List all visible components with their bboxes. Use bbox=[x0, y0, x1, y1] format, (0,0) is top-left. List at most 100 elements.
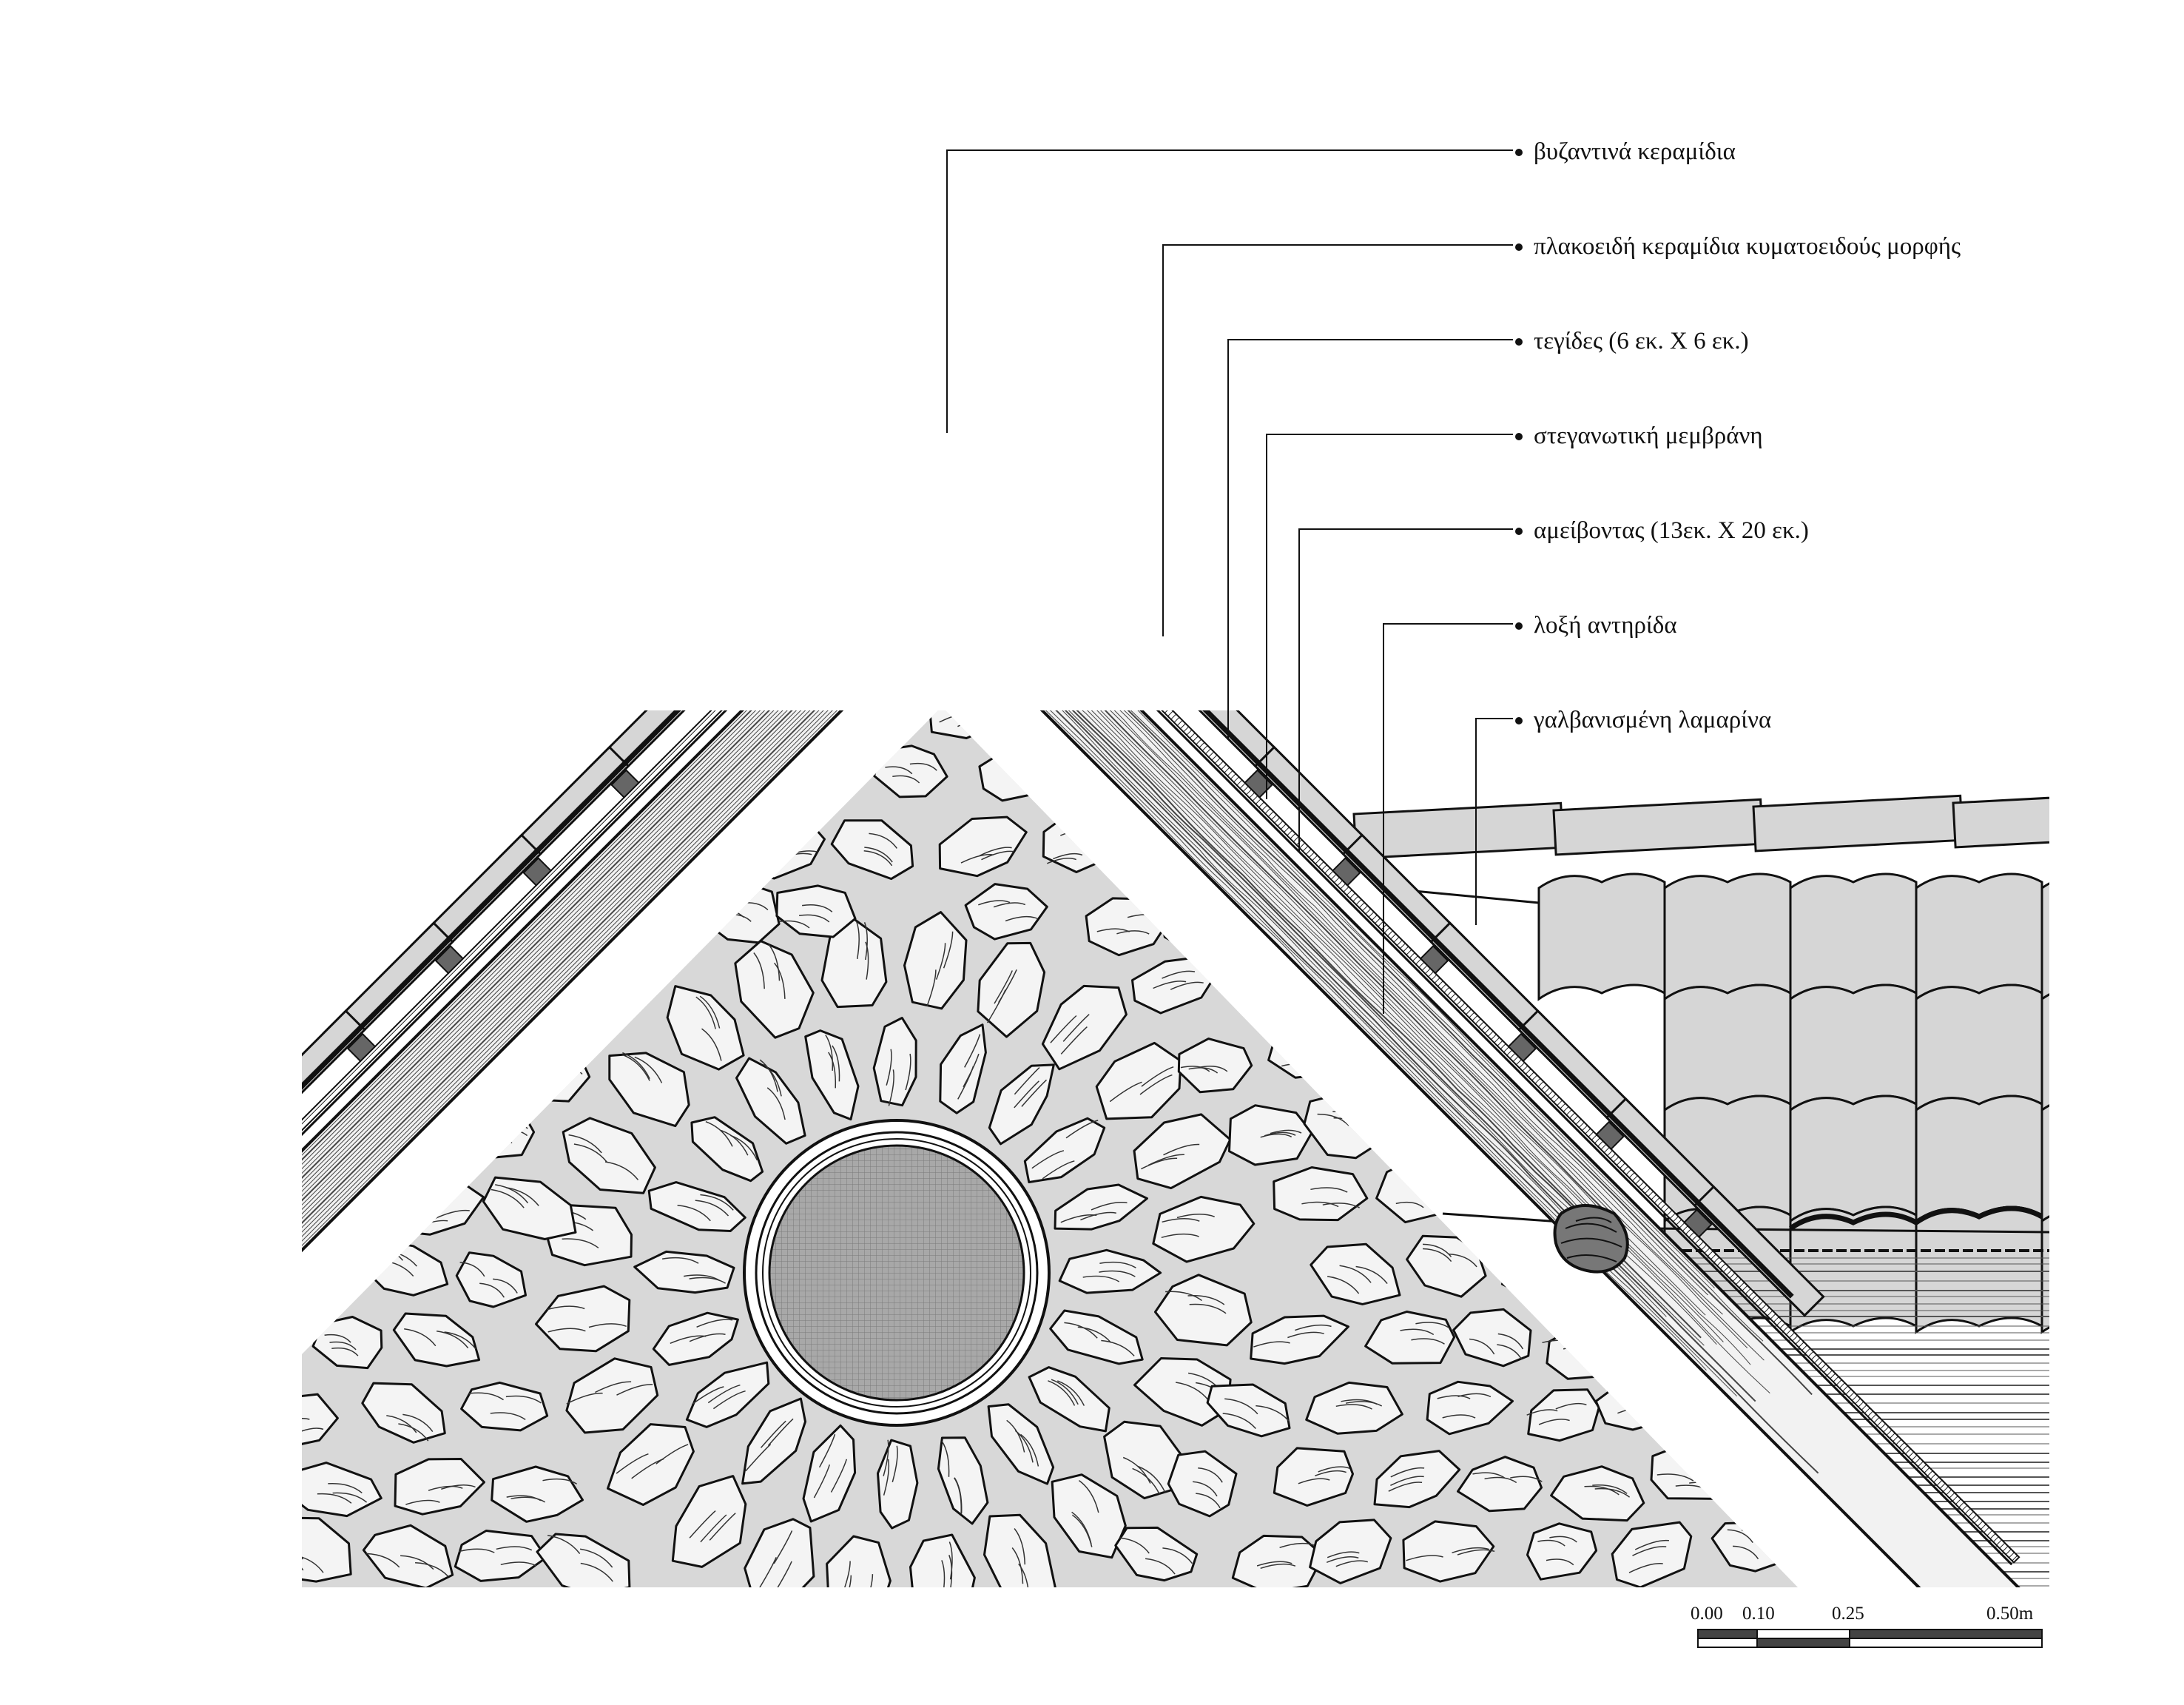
right-rafter bbox=[1039, 710, 2020, 1587]
annotation-labels: βυζαντινά κεραμίδια πλακοειδή κεραμίδια … bbox=[1533, 138, 1961, 733]
roof-tile bbox=[675, 571, 804, 700]
batten bbox=[346, 1032, 377, 1063]
voussoir-stone bbox=[685, 1361, 770, 1428]
batten bbox=[1331, 857, 1361, 887]
leader-line bbox=[1383, 623, 1513, 1014]
wavy-tile bbox=[1789, 872, 1918, 1001]
wall-stone bbox=[1206, 1383, 1291, 1438]
wall-stone bbox=[1541, 748, 1636, 811]
roof-tile bbox=[1693, 1185, 1825, 1317]
wall-stone bbox=[1250, 1314, 1349, 1365]
wall-stone bbox=[1594, 1371, 1691, 1431]
wall-stone bbox=[302, 964, 340, 1026]
voussoir-stone bbox=[690, 1116, 764, 1183]
wall-stone bbox=[491, 1465, 584, 1523]
wavy-tile bbox=[2040, 1104, 2049, 1223]
leader-dot bbox=[1515, 622, 1523, 630]
wall-stone bbox=[1273, 1447, 1354, 1507]
wall-stone bbox=[1364, 1311, 1456, 1365]
wavy-tile bbox=[2040, 882, 2049, 1001]
wall-stone bbox=[830, 819, 914, 881]
voussoir-stone bbox=[671, 1475, 747, 1568]
wavy-tile-field bbox=[1352, 790, 2184, 1334]
label-byzantine-tiles: βυζαντινά κεραμίδια bbox=[1534, 138, 1736, 165]
wall-stone bbox=[819, 710, 907, 735]
left-rafter bbox=[302, 710, 844, 1253]
wavy-tile bbox=[1663, 872, 1792, 1001]
wavy-tile bbox=[1663, 983, 1792, 1112]
left-roof-layers bbox=[148, 571, 804, 1237]
voussoir-stone bbox=[535, 1285, 631, 1353]
wall-stone bbox=[302, 1462, 382, 1518]
voussoir-stone bbox=[872, 1017, 917, 1107]
scale-tick-2: 0.25 bbox=[1832, 1604, 1864, 1624]
scale-tick-3: 0.50m bbox=[1986, 1604, 2034, 1624]
leader-dot bbox=[1515, 149, 1523, 156]
wall-stone bbox=[482, 1176, 577, 1240]
wall-stone bbox=[1452, 1308, 1532, 1368]
voussoir-stone bbox=[988, 1063, 1055, 1146]
wall-stone bbox=[302, 821, 360, 882]
wavy-tile bbox=[1789, 1094, 1918, 1223]
wavy-tile bbox=[2168, 985, 2184, 1110]
batten bbox=[1244, 769, 1273, 799]
wavy-tile bbox=[2168, 1207, 2184, 1332]
voussoir-stone bbox=[877, 1439, 919, 1530]
wavy-tile bbox=[2040, 1215, 2049, 1334]
leader-line bbox=[1298, 528, 1513, 851]
voussoir-stone bbox=[1023, 1117, 1106, 1183]
voussoir-stone bbox=[562, 1117, 656, 1194]
wall-stone bbox=[1550, 1465, 1645, 1522]
voussoir-stone bbox=[1028, 1366, 1110, 1433]
label-rafter: αμείβοντας (13εκ. Χ 20 εκ.) bbox=[1534, 517, 1809, 544]
wall-stone bbox=[1527, 1388, 1600, 1442]
wavy-tile bbox=[2168, 1096, 2184, 1221]
flat-tile bbox=[1552, 798, 1765, 856]
wall-stone bbox=[1358, 746, 1448, 808]
wall-stone bbox=[1305, 1381, 1403, 1435]
wavy-tile bbox=[1915, 872, 2043, 1001]
wall-stone bbox=[1310, 1242, 1401, 1305]
roof-tile bbox=[1079, 571, 1208, 700]
leader-dot bbox=[1515, 433, 1523, 440]
wall-stone bbox=[1402, 1520, 1495, 1583]
wall-stone bbox=[702, 881, 781, 944]
wavy-tile bbox=[1915, 1205, 2043, 1334]
leader-line bbox=[1227, 339, 1513, 740]
round-vent-window bbox=[743, 1119, 1051, 1427]
scale-tick-1: 0.10 bbox=[1742, 1604, 1775, 1624]
batten bbox=[981, 506, 1008, 534]
wavy-tile bbox=[1915, 1094, 2043, 1223]
batten bbox=[522, 857, 553, 887]
batten bbox=[699, 682, 727, 710]
scale-tick-0: 0.00 bbox=[1691, 1604, 1723, 1624]
wall-stone bbox=[361, 1382, 446, 1444]
voussoir-stone bbox=[666, 985, 745, 1071]
voussoir-stone bbox=[1095, 1041, 1182, 1120]
wall-stone bbox=[302, 1393, 339, 1448]
wall-stone bbox=[1457, 1456, 1543, 1513]
voussoir-stone bbox=[937, 1436, 989, 1525]
leader-line bbox=[946, 149, 1513, 433]
wall-stone bbox=[964, 883, 1048, 941]
voussoir-stone bbox=[1054, 1183, 1148, 1231]
batten bbox=[172, 1210, 200, 1237]
voussoir-stone bbox=[987, 1403, 1055, 1485]
wall-stone bbox=[302, 893, 391, 961]
wall-stone bbox=[467, 1106, 536, 1159]
leader-line bbox=[1266, 434, 1513, 799]
voussoir-stone bbox=[977, 941, 1046, 1038]
batten bbox=[1069, 594, 1096, 622]
wall-stone bbox=[1177, 1038, 1253, 1094]
roof-tile bbox=[148, 1099, 277, 1228]
batten bbox=[610, 769, 640, 799]
leader-line bbox=[1475, 718, 1513, 925]
voussoir-stone bbox=[647, 1181, 746, 1232]
batten bbox=[1171, 710, 1172, 711]
wall-stone bbox=[302, 710, 343, 733]
flat-tile bbox=[1752, 794, 1964, 852]
leader-dot bbox=[1515, 338, 1523, 346]
voussoir-stone bbox=[826, 1535, 892, 1587]
label-wavy-flat-tiles: πλακοειδή κεραμίδια κυματοειδούς μορφής bbox=[1534, 233, 1961, 260]
